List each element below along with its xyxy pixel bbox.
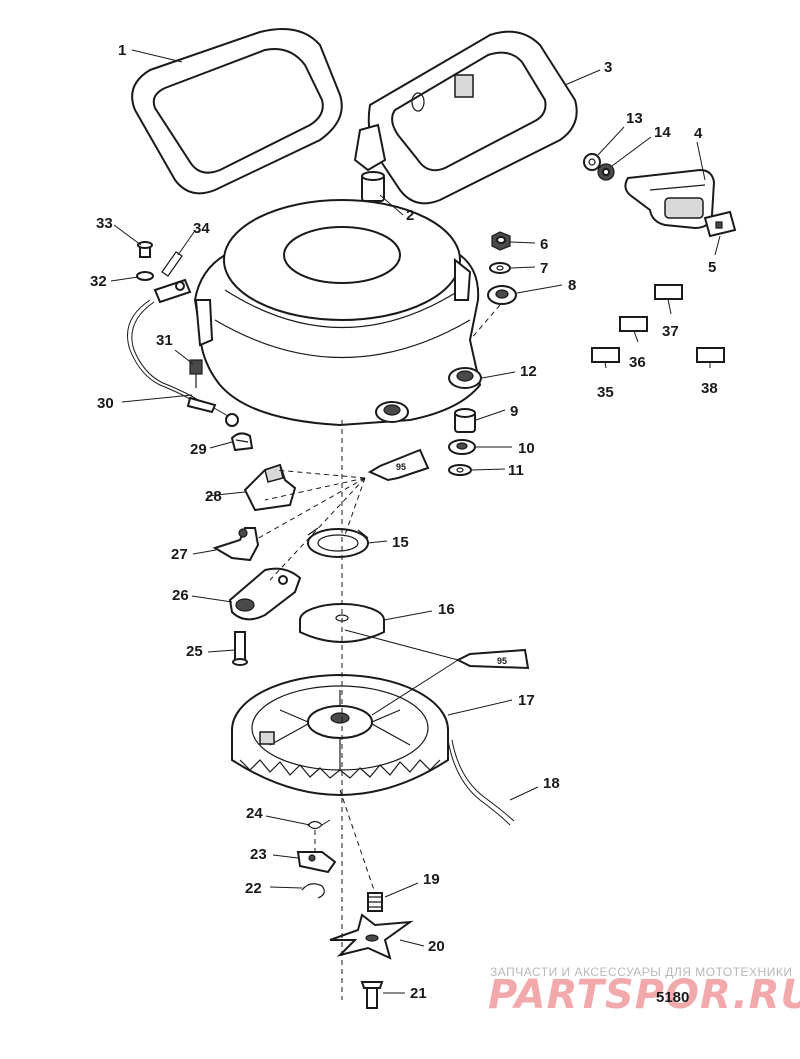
callout-6: 6 [540,236,548,253]
callout-26: 26 [172,587,189,604]
sealant-tube-upper: 95 [367,448,430,482]
callout-30: 30 [97,395,114,412]
part-grommet-8 [487,285,517,305]
callout-17: 17 [518,692,535,709]
callout-36: 36 [629,354,646,371]
callout-34: 34 [193,220,210,237]
callout-28: 28 [205,488,222,505]
part-cowl-bracket [353,30,578,205]
callout-9: 9 [510,403,518,420]
part-washer-7 [489,262,511,274]
part-ground-lead-30 [127,278,239,427]
callout-2: 2 [406,207,414,224]
kit-box-36 [619,316,648,332]
callout-14: 14 [654,124,671,141]
svg-text:95: 95 [396,462,406,472]
callout-35: 35 [597,384,614,401]
part-bushing-2 [361,171,385,202]
callout-22: 22 [245,880,262,897]
part-clip-22 [301,883,325,899]
callout-10: 10 [518,440,535,457]
callout-15: 15 [392,534,409,551]
part-spring-19 [367,892,383,912]
callout-labels: 1 2 3 4 5 6 7 8 9 10 11 12 13 14 15 16 1… [90,42,718,1002]
kit-box-35 [591,347,620,363]
part-washer-11 [448,464,472,476]
callout-5: 5 [708,259,716,276]
callout-18: 18 [543,775,560,792]
part-washer-32 [136,271,154,281]
callout-37: 37 [662,323,679,340]
callout-38: 38 [701,380,718,397]
part-grommet-10 [448,439,476,455]
part-pawl-23 [296,851,337,874]
part-screw-31 [189,359,203,388]
callout-13: 13 [626,110,643,127]
part-spacer-9 [454,408,476,433]
part-starter-housing [193,199,482,427]
watermark-brand: PARTSPOR.RU [488,972,800,1018]
part-lever-26 [228,567,302,621]
part-spring-29 [230,432,254,452]
part-nut-6 [491,231,511,251]
callout-27: 27 [171,546,188,563]
part-pin-25 [232,631,248,666]
kit-box-38 [696,347,725,363]
sealant-tube-lower: 95 [455,648,530,670]
callout-19: 19 [423,871,440,888]
part-washer-13 [583,153,601,171]
callout-21: 21 [410,985,427,1002]
part-handle-insert [703,210,737,238]
callout-33: 33 [96,215,113,232]
callout-24: 24 [246,805,263,822]
callout-1: 1 [118,42,126,59]
part-link-27 [212,527,260,562]
callout-29: 29 [190,441,207,458]
kit-box-37 [654,284,683,300]
part-cotter-34 [161,251,183,277]
callout-32: 32 [90,273,107,290]
diagram-code: 5180 [656,989,689,1006]
part-screw-33 [137,241,153,258]
callout-3: 3 [604,59,612,76]
part-handle [624,168,716,230]
callout-16: 16 [438,601,455,618]
part-plate-20 [329,913,414,960]
part-bolt-21 [360,981,384,1009]
part-rope-18 [447,739,515,826]
part-seal-frame [131,28,343,195]
leader-lines [110,49,721,994]
callout-31: 31 [156,332,173,349]
callout-20: 20 [428,938,445,955]
watermark-subtitle: ЗАПЧАСТИ И АКСЕССУАРЫ ДЛЯ МОТОТЕХНИКИ [490,965,792,979]
svg-text:95: 95 [497,656,507,666]
part-cam-28 [243,463,297,512]
callout-23: 23 [250,846,267,863]
part-pulley-17 [231,674,449,796]
callout-7: 7 [540,260,548,277]
part-spring-24 [307,819,331,830]
part-retainer-15 [307,527,369,558]
callout-12: 12 [520,363,537,380]
callout-11: 11 [508,462,524,479]
callout-8: 8 [568,277,576,294]
callout-4: 4 [694,125,703,142]
callout-25: 25 [186,643,203,660]
part-bushing-14 [597,163,615,181]
